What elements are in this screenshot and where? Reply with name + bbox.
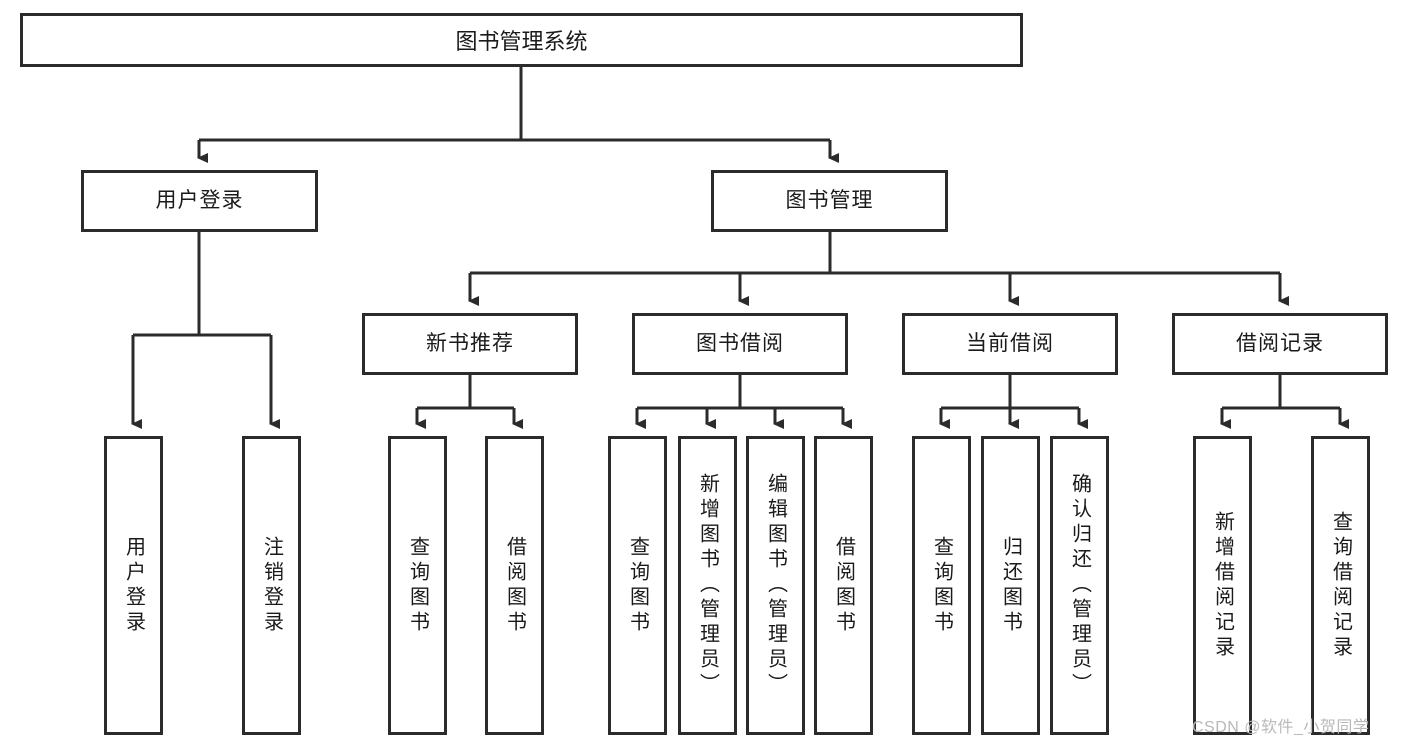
leaf-current-confirm-return-admin[interactable]: 确认归还（管理员） [1050, 436, 1109, 735]
leaf-label: 借阅图书 [832, 535, 855, 636]
leaf-user-login-signout[interactable]: 注销登录 [242, 436, 301, 735]
leaf-new-book-query[interactable]: 查询图书 [388, 436, 447, 735]
node-root-label: 图书管理系统 [455, 29, 588, 54]
leaf-new-book-borrow[interactable]: 借阅图书 [485, 436, 544, 735]
node-user-login[interactable]: 用户登录 [81, 170, 318, 232]
leaf-record-add[interactable]: 新增借阅记录 [1193, 436, 1252, 735]
leaf-current-return-book[interactable]: 归还图书 [981, 436, 1040, 735]
leaf-label: 借阅图书 [503, 535, 526, 636]
leaf-label: 归还图书 [999, 535, 1022, 636]
node-current-borrow[interactable]: 当前借阅 [902, 313, 1118, 375]
leaf-record-query[interactable]: 查询借阅记录 [1311, 436, 1370, 735]
leaf-borrow-borrow-book[interactable]: 借阅图书 [814, 436, 873, 735]
node-book-borrow[interactable]: 图书借阅 [632, 313, 848, 375]
node-user-login-label: 用户登录 [155, 189, 244, 213]
leaf-borrow-query-book[interactable]: 查询图书 [608, 436, 667, 735]
leaf-label: 用户登录 [122, 535, 145, 636]
node-new-book-recommend[interactable]: 新书推荐 [362, 313, 578, 375]
node-current-borrow-label: 当前借阅 [966, 332, 1054, 356]
node-new-book-recommend-label: 新书推荐 [426, 332, 514, 356]
leaf-label: 查询图书 [406, 535, 429, 636]
leaf-borrow-edit-book-admin[interactable]: 编辑图书（管理员） [746, 436, 805, 735]
leaf-user-login-signin[interactable]: 用户登录 [104, 436, 163, 735]
node-book-management[interactable]: 图书管理 [711, 170, 948, 232]
node-borrow-record-label: 借阅记录 [1236, 332, 1324, 356]
leaf-label: 新增图书（管理员） [696, 473, 719, 698]
leaf-borrow-add-book-admin[interactable]: 新增图书（管理员） [678, 436, 737, 735]
leaf-label: 查询图书 [930, 535, 953, 636]
node-book-borrow-label: 图书借阅 [696, 332, 784, 356]
leaf-label: 查询图书 [626, 535, 649, 636]
node-borrow-record[interactable]: 借阅记录 [1172, 313, 1388, 375]
csdn-watermark: CSDN @软件_小贺同学 [1192, 719, 1370, 736]
leaf-label: 编辑图书（管理员） [764, 473, 787, 698]
leaf-label: 注销登录 [260, 535, 283, 636]
leaf-label: 查询借阅记录 [1329, 510, 1352, 661]
node-root-system[interactable]: 图书管理系统 [20, 13, 1023, 67]
leaf-label: 新增借阅记录 [1211, 510, 1234, 661]
leaf-current-query-book[interactable]: 查询图书 [912, 436, 971, 735]
node-book-management-label: 图书管理 [785, 189, 874, 213]
leaf-label: 确认归还（管理员） [1068, 473, 1091, 698]
